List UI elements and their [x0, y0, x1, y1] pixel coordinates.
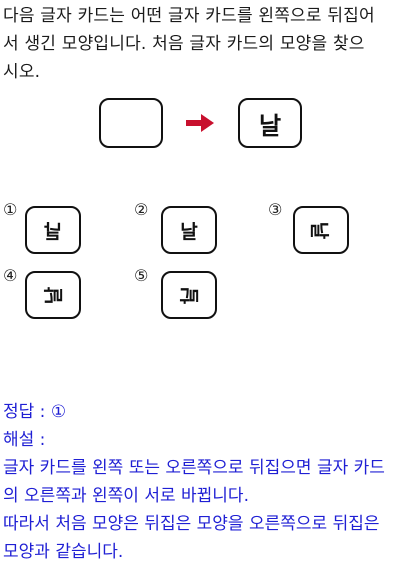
- question-text: 다음 글자 카드는 어떤 글자 카드를 왼쪽으로 뒤집어 서 생긴 모양입니다.…: [3, 2, 397, 86]
- question-line-3: 시오.: [3, 62, 41, 82]
- question-line-1: 다음 글자 카드는 어떤 글자 카드를 왼쪽으로 뒤집어: [3, 6, 375, 26]
- answer-line: 정답 : ①: [3, 402, 67, 422]
- explanation-line-3: 따라서 처음 모양은 뒤집은 모양을 오른쪽으로 뒤집은: [3, 514, 380, 534]
- explanation-line-1: 글자 카드를 왼쪽 또는 오른쪽으로 뒤집으면 글자 카드: [3, 458, 385, 478]
- option-1-glyph: 날: [44, 220, 62, 243]
- option-1-card[interactable]: 날: [25, 206, 81, 254]
- option-5-glyph: 날: [179, 286, 202, 304]
- option-5-card[interactable]: 날: [161, 271, 217, 319]
- option-4-card[interactable]: 날: [25, 271, 81, 319]
- option-3-glyph: 날: [308, 221, 331, 239]
- option-3-number: ③: [268, 200, 283, 219]
- option-2-number: ②: [134, 200, 149, 219]
- option-1-number: ①: [3, 200, 18, 219]
- option-4-number: ④: [3, 266, 18, 285]
- explanation-line-4: 모양과 같습니다.: [3, 542, 124, 562]
- blank-card: [99, 98, 163, 148]
- result-card-glyph: 날: [258, 111, 282, 140]
- explanation-label: 해설 :: [3, 430, 46, 450]
- question-line-2: 서 생긴 모양입니다. 처음 글자 카드의 모양을 찾으: [3, 34, 365, 54]
- result-card: 날: [238, 98, 302, 148]
- option-3-card[interactable]: 날: [293, 206, 349, 254]
- answer-explanation: 정답 : ① 해설 : 글자 카드를 왼쪽 또는 오른쪽으로 뒤집으면 글자 카…: [3, 398, 397, 566]
- option-4-glyph: 날: [43, 286, 66, 304]
- right-arrow-icon: [186, 114, 214, 132]
- option-5-number: ⑤: [134, 266, 149, 285]
- option-2-glyph: 날: [180, 220, 198, 243]
- explanation-line-2: 의 오른쪽과 왼쪽이 서로 바뀝니다.: [3, 486, 249, 506]
- option-2-card[interactable]: 날: [161, 206, 217, 254]
